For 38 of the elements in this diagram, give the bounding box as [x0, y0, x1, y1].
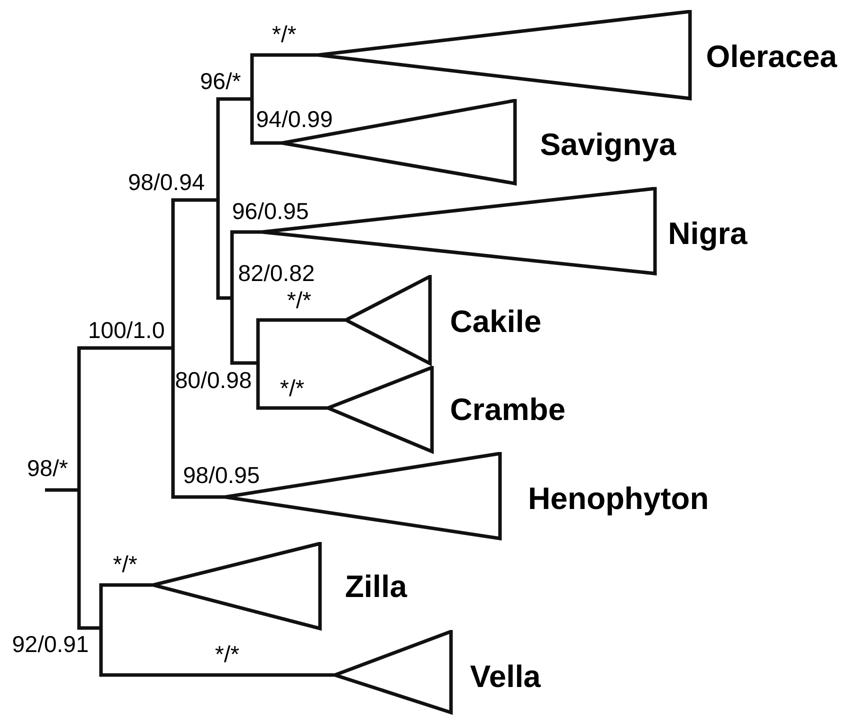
support-value: 92/0.91: [12, 633, 89, 656]
tree-branch: [230, 230, 262, 298]
support-value: */*: [113, 553, 138, 576]
clade-name: Oleracea: [706, 41, 837, 72]
clade-name: Cakile: [450, 306, 542, 337]
tree-branch: [45, 488, 79, 492]
support-value: 82/0.82: [238, 262, 315, 285]
tree-branch: [250, 53, 318, 99]
support-value: */*: [280, 377, 304, 400]
tree-branch: [216, 200, 232, 300]
tree-branch: [256, 318, 346, 363]
support-value: 98/0.94: [128, 171, 205, 194]
clade-name: Zilla: [345, 571, 408, 602]
clade-name: Vella: [470, 661, 541, 692]
tree-branch: [99, 583, 153, 628]
tree-branch: [99, 628, 335, 677]
tree-branch: [230, 298, 258, 365]
clade-name: Savignya: [540, 129, 676, 160]
clade-name: Nigra: [668, 218, 748, 249]
support-value: */*: [287, 289, 312, 312]
tree-branch: [77, 490, 101, 630]
support-value: */*: [215, 643, 240, 666]
tree-branch: [171, 198, 218, 348]
clade-name: Crambe: [450, 394, 566, 425]
tree-branch: [256, 363, 328, 410]
support-value: 98/0.95: [183, 464, 260, 487]
tree-branch: [216, 97, 252, 200]
support-value: 94/0.99: [256, 108, 333, 131]
tree-branch: [77, 346, 173, 490]
tree-branch: [171, 348, 225, 499]
support-value: 80/0.98: [175, 369, 252, 392]
clade-name: Henophyton: [528, 483, 709, 514]
support-value: 96/0.95: [232, 200, 309, 223]
tree-branch: [250, 99, 282, 145]
support-value: 96/*: [200, 70, 241, 93]
support-value: 98/*: [27, 457, 68, 480]
support-value: */*: [272, 23, 296, 46]
support-value: 100/1.0: [88, 319, 165, 342]
